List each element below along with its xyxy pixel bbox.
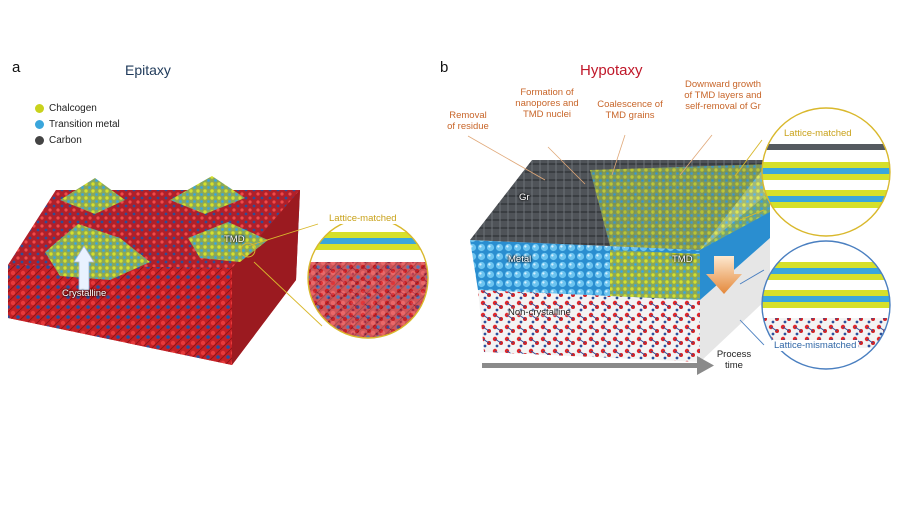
step-line: Coalescence of — [597, 99, 663, 110]
hypotaxy-inset-mismatched-title: Lattice-mismatched — [772, 340, 859, 351]
legend-label: Chalcogen — [49, 103, 97, 114]
epitaxy-inset-title: Lattice-matched — [327, 213, 399, 224]
hypotaxy-slab — [470, 160, 770, 362]
legend-label: Carbon — [49, 135, 82, 146]
step-downward-growth: Downward growth of TMD layers and self-r… — [670, 79, 776, 113]
legend-item-transition-metal: Transition metal — [35, 119, 120, 130]
chalcogen-swatch-icon — [35, 104, 44, 113]
step-line: Removal — [449, 110, 487, 121]
panel-a-title: Epitaxy — [125, 62, 171, 78]
hypotaxy-gr-label: Gr — [519, 192, 530, 203]
step-line: TMD grains — [605, 109, 655, 121]
transition-metal-swatch-icon — [35, 120, 44, 129]
step-line: Downward growth — [684, 79, 762, 90]
process-time-arrow — [482, 356, 714, 375]
legend-label: Transition metal — [49, 119, 120, 130]
hypotaxy-noncrystalline-label: Non-crystalline — [508, 307, 571, 318]
carbon-swatch-icon — [35, 136, 44, 145]
step-line: nanopores and — [515, 97, 579, 109]
step-line: Formation of — [520, 87, 574, 98]
legend-item-carbon: Carbon — [35, 135, 82, 146]
hypotaxy-tmd-label: TMD — [672, 254, 693, 265]
hypotaxy-inset-matched-title: Lattice-matched — [782, 128, 854, 139]
step-line: self-removal of Gr — [685, 100, 761, 112]
process-line: Process — [716, 349, 752, 360]
epitaxy-tmd-label: TMD — [224, 234, 245, 245]
epitaxy-slab — [8, 176, 300, 365]
epitaxy-crystalline-label: Crystalline — [62, 288, 107, 299]
step-line: TMD nuclei — [522, 108, 572, 120]
panel-a-letter: a — [12, 59, 21, 76]
panel-b-letter: b — [440, 59, 449, 76]
step-line: of TMD layers and — [684, 89, 762, 101]
step-formation-of-nanopores: Formation of nanopores and TMD nuclei — [505, 87, 589, 121]
step-removal-of-residue: Removal of residue — [436, 110, 500, 133]
hypotaxy-metal-label: Metal — [508, 254, 532, 265]
step-line: of residue — [447, 120, 489, 132]
legend-item-chalcogen: Chalcogen — [35, 103, 97, 114]
step-coalescence: Coalescence of TMD grains — [585, 99, 675, 122]
annotation-lines — [467, 134, 713, 185]
process-line: time — [725, 359, 743, 371]
process-time-label: Process time — [712, 349, 756, 372]
panel-b-title: Hypotaxy — [580, 62, 643, 79]
